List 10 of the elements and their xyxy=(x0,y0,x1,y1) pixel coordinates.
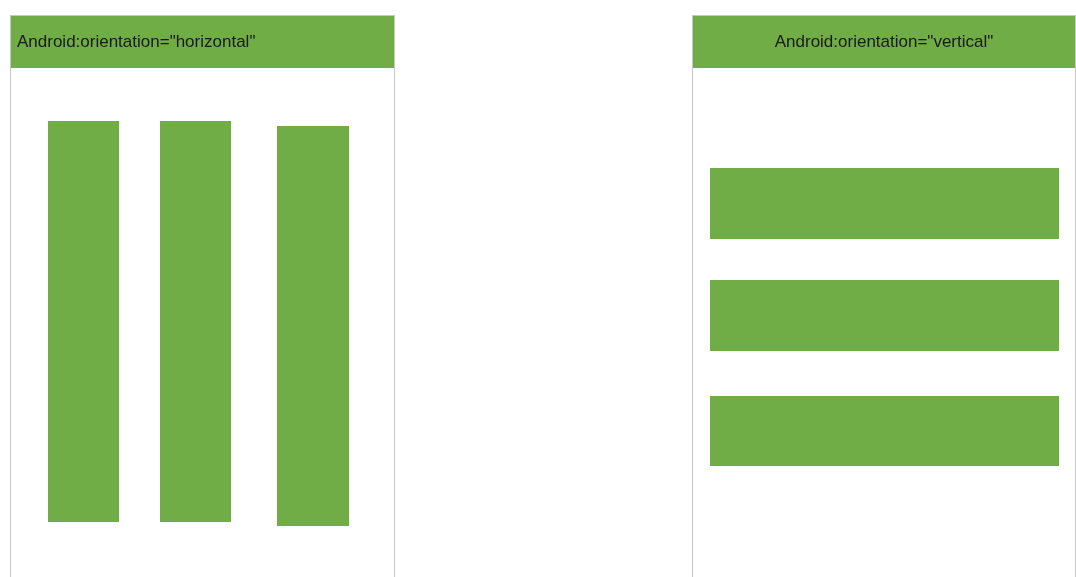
bar xyxy=(160,121,231,522)
header-band: Android:orientation="horizontal" xyxy=(11,16,394,68)
bar xyxy=(710,168,1059,239)
bar xyxy=(710,396,1059,466)
header-band: Android:orientation="vertical" xyxy=(693,16,1075,68)
bar xyxy=(48,121,119,522)
layout-panel xyxy=(10,15,395,577)
layout-panel xyxy=(692,15,1076,577)
bar xyxy=(710,280,1059,351)
bar xyxy=(277,126,349,526)
